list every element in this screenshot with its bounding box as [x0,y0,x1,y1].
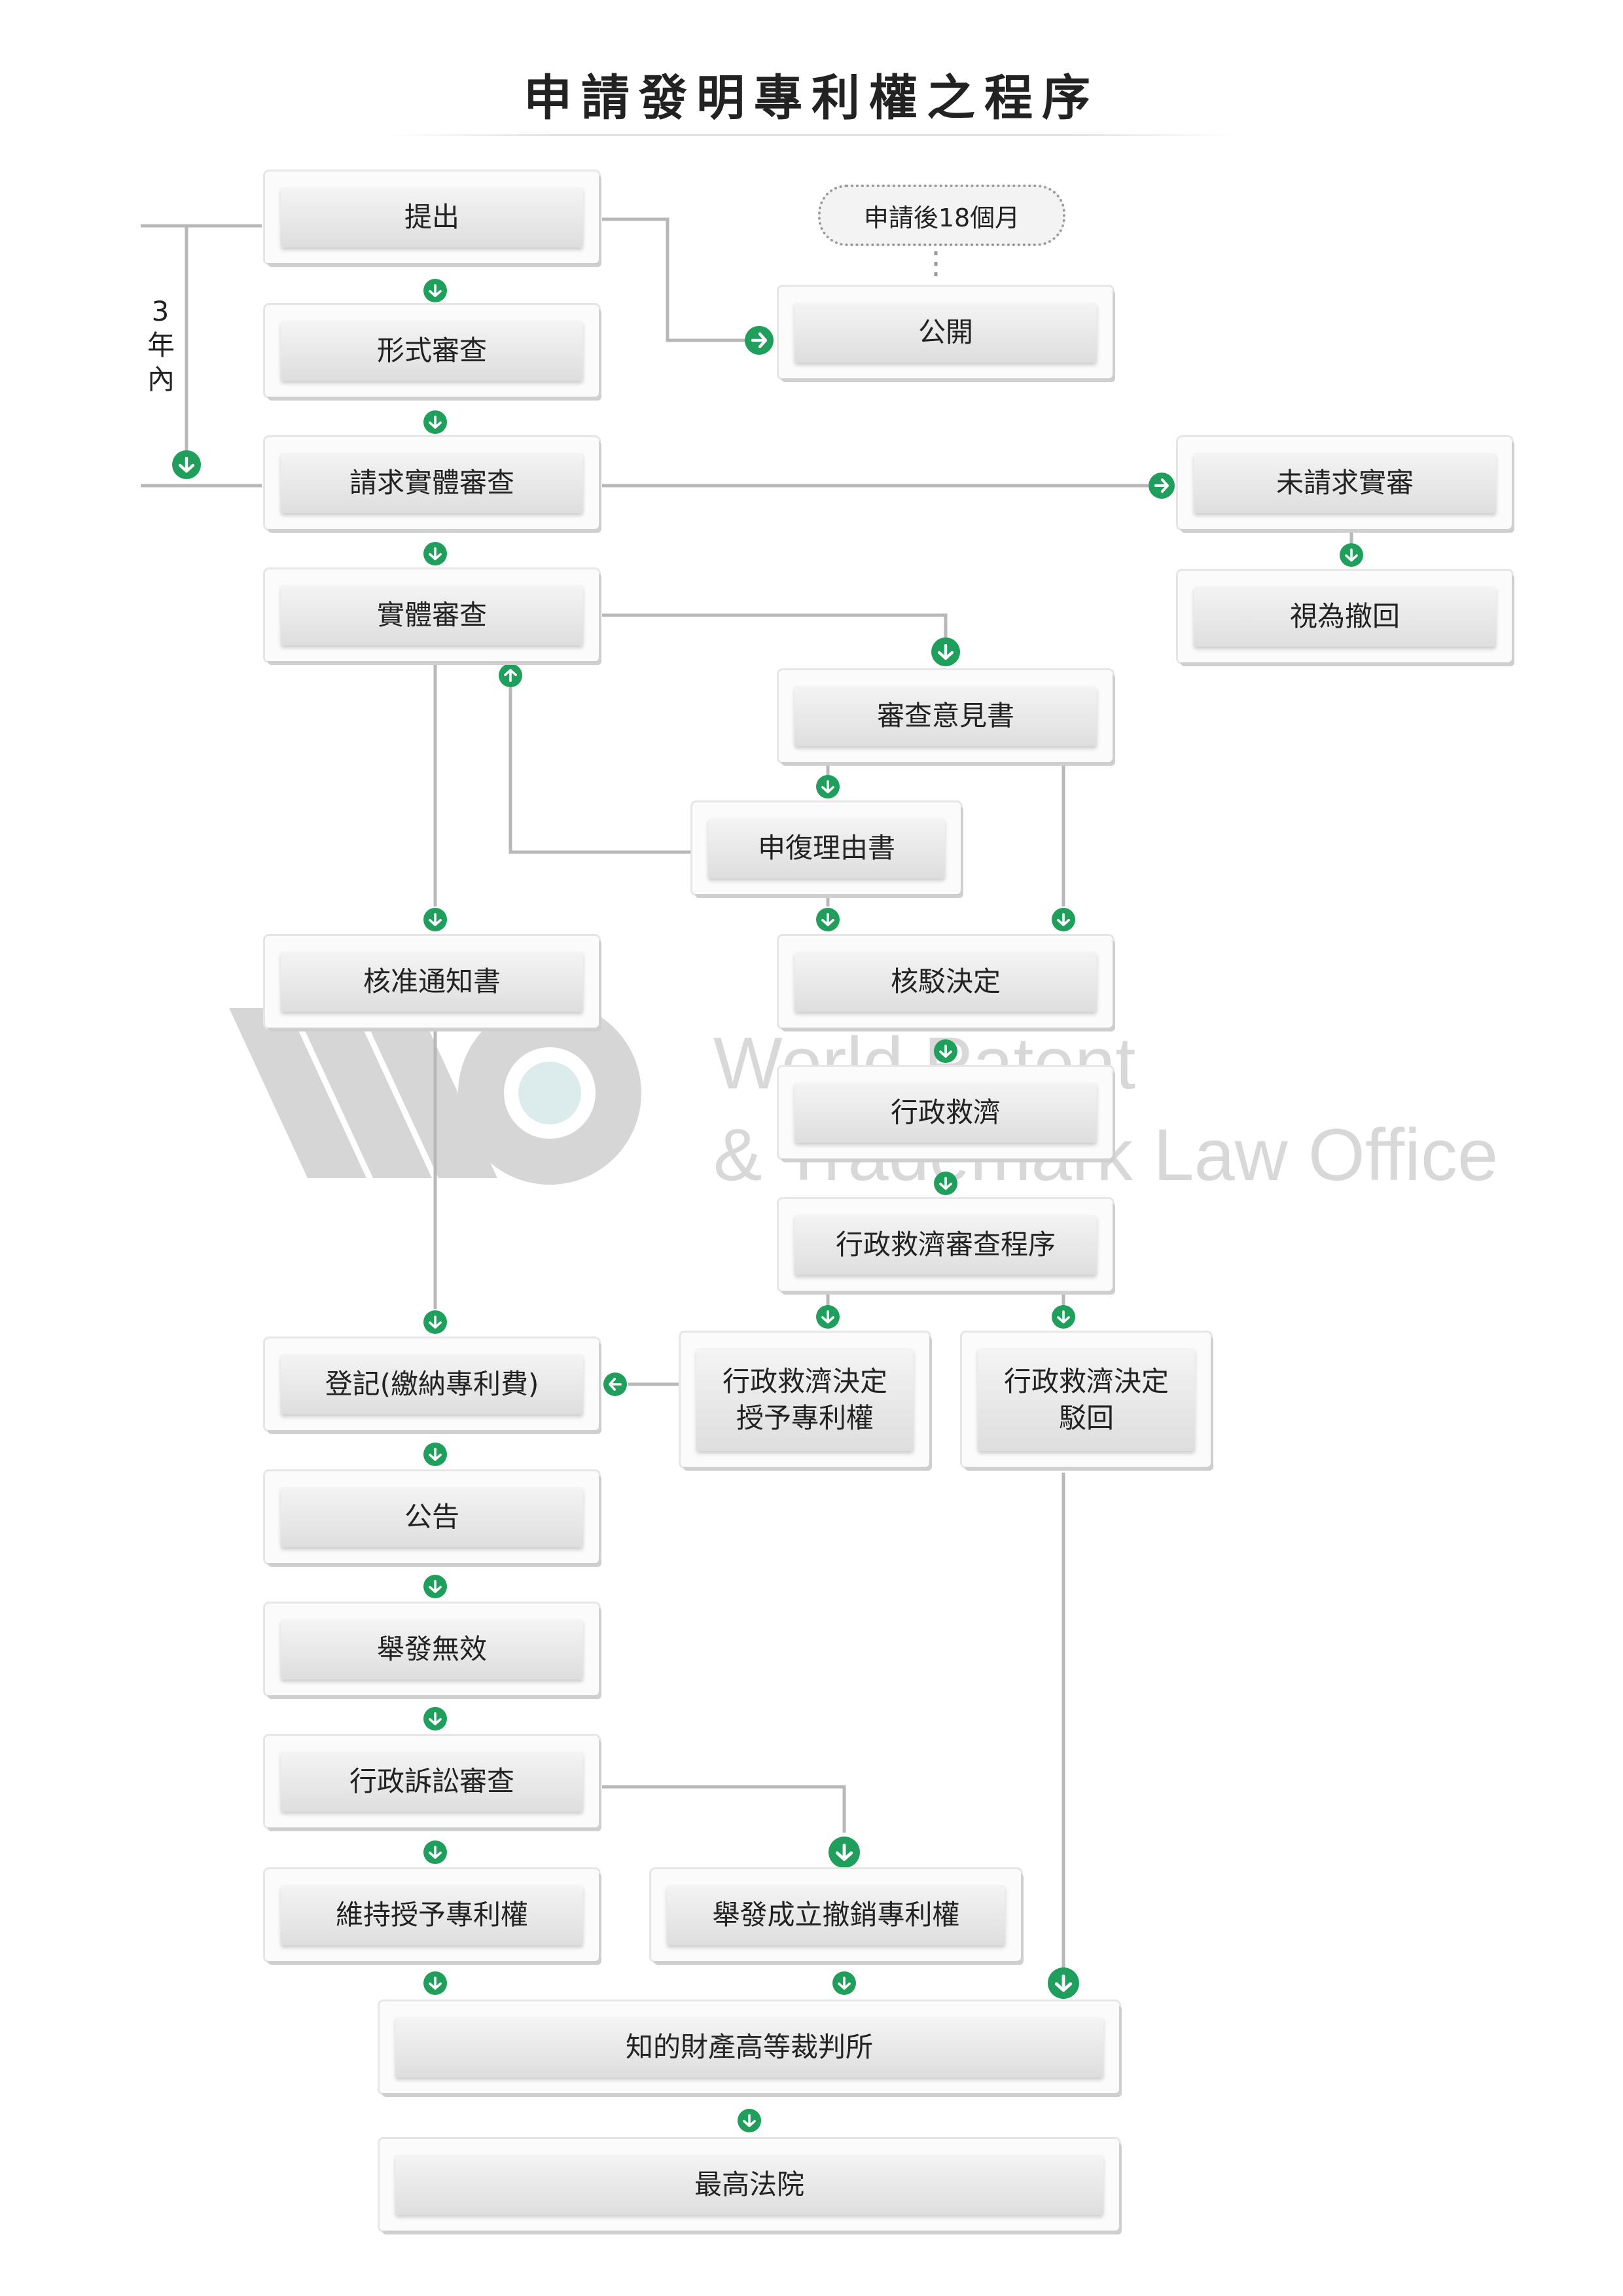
step-publication-label: 公開 [794,302,1097,363]
step-admin-review-label: 行政救濟審查程序 [794,1215,1097,1275]
flow-arrow-icon [423,542,447,565]
flow-arrow-icon [745,326,774,355]
step-admin-remedy: 行政救濟 [779,1067,1113,1158]
step-deemed-withdrawn: 視為撤回 [1178,571,1512,662]
connector-litigation-to-revoke [602,1785,846,1833]
watermark-logo-stroke-3 [360,1008,497,1178]
flow-arrow-icon [499,664,522,687]
step-exam-opinion: 審查意見書 [779,670,1113,762]
connector-response-loop [508,687,700,854]
step-request-exam-label: 請求實體審查 [281,453,583,513]
step-ip-court: 知的財產高等裁判所 [380,2001,1119,2093]
flow-arrow-icon [832,1971,856,1995]
step-registration: 登記(繳納專利費) [265,1338,599,1430]
step-revoke: 舉發成立撤銷專利權 [651,1869,1021,1961]
flow-arrow-icon [172,450,201,479]
step-remedy-grant: 行政救濟決定 授予專利權 [681,1333,929,1467]
step-substantive-exam-label: 實體審查 [281,585,583,645]
three-year-note: 3 年 內 [147,295,175,395]
step-maintain-grant-label: 維持授予專利權 [281,1885,583,1945]
step-revoke-label: 舉發成立撤銷專利權 [667,1885,1005,1945]
step-announcement: 公告 [265,1471,599,1563]
flow-arrow-icon [423,1840,447,1864]
flow-arrow-icon [934,1039,957,1063]
flow-arrow-icon [1052,1305,1075,1329]
flow-arrow-icon [603,1372,627,1396]
step-supreme-court-label: 最高法院 [395,2155,1103,2215]
flow-arrow-icon [934,1172,957,1195]
flow-arrow-icon [816,775,840,798]
step-formal-exam-label: 形式審查 [281,321,583,381]
step-remedy-reject: 行政救濟決定 駁回 [962,1333,1211,1467]
step-admin-review: 行政救濟審查程序 [779,1199,1113,1291]
step-file: 提出 [265,171,599,263]
step-allowance-label: 核准通知書 [281,952,583,1012]
flow-arrow-icon [423,1443,447,1466]
flow-arrow-icon [423,1707,447,1731]
step-exam-opinion-label: 審查意見書 [794,686,1097,746]
step-deemed-withdrawn-label: 視為撤回 [1194,586,1496,647]
watermark-logo-lens [518,1062,581,1124]
step-no-request: 未請求實審 [1178,437,1512,529]
flow-arrow-icon [738,2109,761,2132]
step-allowance: 核准通知書 [265,936,599,1028]
title-divider [386,134,1237,136]
flow-arrow-icon [829,1837,860,1868]
flow-arrow-icon [423,1971,447,1995]
step-request-exam: 請求實體審查 [265,437,599,529]
flow-arrow-icon [423,1310,447,1334]
flow-arrow-icon [816,908,840,931]
step-ip-court-label: 知的財產高等裁判所 [395,2017,1103,2077]
flow-arrow-icon [1048,1967,1079,1999]
step-publication: 公開 [779,287,1113,378]
step-maintain-grant: 維持授予專利權 [265,1869,599,1961]
flow-arrow-icon [816,1305,840,1329]
flow-arrow-icon [1052,908,1075,931]
flow-arrow-icon [423,908,447,931]
connector-file-to-publication [602,217,746,342]
step-litigation-review: 行政訴訟審查 [265,1736,599,1827]
connector-exam-to-opinion [602,613,948,641]
step-formal-exam: 形式審查 [265,305,599,397]
step-supreme-court: 最高法院 [380,2139,1119,2231]
watermark-logo-stroke-2 [294,1008,432,1178]
step-litigation-review-label: 行政訴訟審查 [281,1751,583,1812]
step-remedy-grant-label: 行政救濟決定 授予專利權 [696,1348,914,1451]
flow-arrow-icon [931,637,960,666]
step-announcement-label: 公告 [281,1487,583,1547]
step-admin-remedy-label: 行政救濟 [794,1083,1097,1143]
publication-time-note: 申請後18個月 [818,185,1065,246]
watermark-logo-stroke-1 [229,1008,366,1178]
watermark-logo [229,1001,641,1185]
step-rejection-label: 核駁決定 [794,952,1097,1012]
step-invalidation: 舉發無效 [265,1604,599,1695]
page-title: 申請發明專利權之程序 [524,70,1099,126]
step-remedy-reject-label: 行政救濟決定 駁回 [978,1348,1195,1451]
step-substantive-exam: 實體審查 [265,569,599,661]
flow-arrow-icon [423,279,447,302]
step-registration-label: 登記(繳納專利費) [281,1354,583,1414]
step-response-label: 申復理由書 [708,818,945,878]
step-invalidation-label: 舉發無效 [281,1619,583,1679]
flow-arrow-icon [423,410,447,434]
flow-arrow-icon [1340,543,1363,567]
step-rejection: 核駁決定 [779,936,1113,1028]
step-response: 申復理由書 [692,802,961,894]
step-no-request-label: 未請求實審 [1194,453,1496,513]
flow-arrow-icon [423,1575,447,1598]
step-file-label: 提出 [281,187,583,247]
flow-arrow-icon [1149,473,1175,499]
